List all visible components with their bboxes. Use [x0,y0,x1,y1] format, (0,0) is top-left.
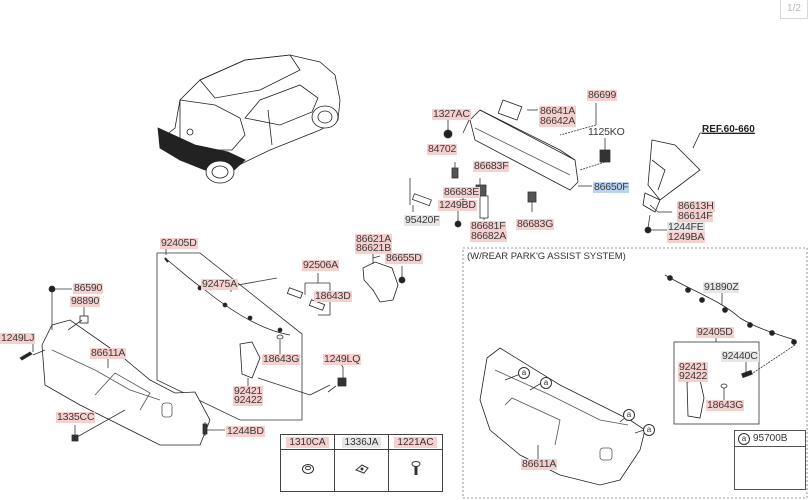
part-label-1125ko[interactable]: 1125KO [588,126,625,138]
part-label-86642a[interactable]: 86642A [539,115,577,127]
part-label-1335cc[interactable]: 1335CC [56,411,96,423]
part-label-92405d-left[interactable]: 92405D [160,237,198,249]
part-label-95420f[interactable]: 95420F [404,214,441,226]
part-label-1327ac[interactable]: 1327AC [432,108,471,120]
part-label-86614f[interactable]: 86614F [677,210,714,222]
part-label-86613h[interactable]: 86613H [677,200,715,212]
part-label-92440c[interactable]: 92440C [721,350,759,362]
part-label-1244fe[interactable]: 1244FE [667,221,705,233]
part-label-86641a[interactable]: 86641A [539,105,577,117]
part-label-1249bd[interactable]: 1249BD [438,199,477,211]
part-label-1244bd[interactable]: 1244BD [226,425,265,437]
part-label-86655d[interactable]: 86655D [385,252,423,264]
kit-box-95700b[interactable]: a 95700B [734,430,806,490]
part-label-86611a-left[interactable]: 86611A [90,347,127,359]
fastener-cell-nut [280,449,335,492]
fastener-header-1310ca[interactable]: 1310CA [280,434,335,450]
clip-nut-icon [354,464,369,474]
kit-part-number: 95700B [753,433,788,444]
part-label-86681f[interactable]: 86681F [470,220,507,232]
part-label-92422-right[interactable]: 92422 [678,370,709,382]
part-label-98890[interactable]: 98890 [70,295,101,307]
part-label-92475a[interactable]: 92475A [201,278,239,290]
part-label-86683f[interactable]: 86683F [473,160,510,172]
fastener-table: 1310CA 1336JA 1221AC [280,434,443,492]
part-label-91890z[interactable]: 91890Z [703,281,740,293]
part-label-1249lq[interactable]: 1249LQ [323,353,362,365]
bumper-cover-right [479,347,646,486]
part-label-86621a[interactable]: 86621A [355,233,393,245]
callout-a-4[interactable]: a [643,424,655,436]
part-label-92422-left[interactable]: 92422 [233,394,264,406]
screw-icon [411,461,420,475]
part-label-86683e[interactable]: 86683E [443,186,481,198]
fastener-cell-clip [334,449,389,492]
part-label-86590[interactable]: 86590 [73,282,104,294]
side-bracket [642,132,755,234]
part-label-86683g[interactable]: 86683G [516,218,555,230]
part-label-86650f[interactable]: 86650F [593,181,630,193]
part-label-86682a[interactable]: 86682A [470,230,508,242]
part-label-18643g-right[interactable]: 18643G [706,399,745,411]
part-label-1249ba[interactable]: 1249BA [667,231,706,243]
part-label-92405d-right[interactable]: 92405D [696,326,734,338]
fastener-header-1221ac[interactable]: 1221AC [388,434,443,450]
bumper-cover-left [19,285,225,446]
callout-a-2[interactable]: a [540,377,552,389]
kit-box-header: a 95700B [735,431,805,447]
kit-callout: a [738,432,750,445]
part-label-92421-left[interactable]: 92421 [233,385,264,397]
page-indicator[interactable]: 1/2 [780,0,808,19]
part-label-92506a[interactable]: 92506A [302,259,340,271]
part-label-92421-right[interactable]: 92421 [678,361,709,373]
reference-label[interactable]: REF.60-660 [702,124,755,135]
fastener-cell-screw [388,449,443,492]
callout-a-1[interactable]: a [518,367,530,379]
callout-a-3[interactable]: a [623,409,635,421]
part-label-18643d[interactable]: 18643D [314,290,352,302]
park-assist-section-border [462,247,808,499]
section-title-park-assist: (W/REAR PARK'G ASSIST SYSTEM) [467,251,626,262]
harness-right [664,274,797,376]
bolt-1249lq [327,367,347,393]
part-label-1249lj[interactable]: 1249LJ [0,332,36,344]
part-label-86611a-right[interactable]: 86611A [521,458,558,470]
nut-icon [301,464,314,474]
part-label-86699[interactable]: 86699 [587,89,618,101]
bumper-beam [409,99,611,228]
car-illustration [157,54,341,184]
part-label-86621b[interactable]: 86621B [355,242,393,254]
part-label-18643g-left[interactable]: 18643G [262,353,301,365]
part-label-84702[interactable]: 84702 [427,143,458,155]
fastener-header-1336ja[interactable]: 1336JA [334,434,389,450]
harness-box-left [156,252,331,421]
